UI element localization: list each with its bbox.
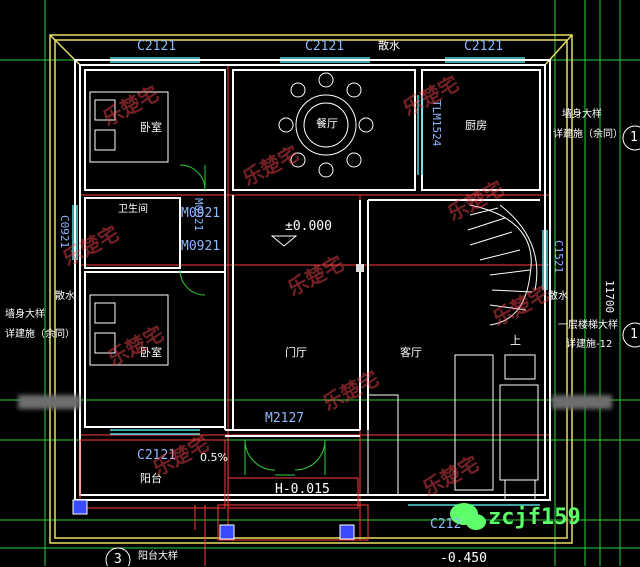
room-dining: 餐厅 bbox=[316, 117, 338, 130]
wechat-logo bbox=[450, 503, 486, 530]
axis-marker-right-2: 1 bbox=[630, 327, 638, 342]
level-outside: -0.450 bbox=[440, 551, 487, 566]
window-label-right: C1521 bbox=[552, 240, 565, 274]
window-label-left: C0921 bbox=[58, 215, 71, 249]
drip-label-right: 散水 bbox=[548, 291, 568, 302]
door-label-bath-1: M0921 bbox=[181, 206, 221, 221]
site-border bbox=[49, 34, 573, 544]
columns bbox=[72, 499, 355, 540]
stair-detail-1: 一层楼梯大样 bbox=[558, 320, 618, 331]
level-triangle bbox=[270, 235, 298, 247]
level-entry: H-0.015 bbox=[275, 482, 330, 497]
room-kitchen: 厨房 bbox=[465, 119, 487, 132]
door-label-entry: M2127 bbox=[265, 411, 305, 426]
stair-detail-2: 详建施-12 bbox=[566, 339, 613, 350]
room-balcony: 阳台 bbox=[140, 472, 162, 485]
window-label-top-left: C2121 bbox=[137, 39, 177, 54]
axis-marker-bottom: 3 bbox=[114, 552, 122, 567]
center-marker bbox=[356, 264, 364, 272]
axis-marker-right-1: 1 bbox=[630, 130, 638, 145]
door-label-bath-2: M0921 bbox=[181, 239, 221, 254]
door-label-bath-vertical: M0921 bbox=[192, 198, 205, 232]
beds bbox=[89, 91, 169, 366]
logo-handle: zcjf159 bbox=[488, 505, 581, 530]
window-label-top-mid: C2121 bbox=[305, 39, 345, 54]
balcony-steps bbox=[79, 439, 369, 566]
room-foyer: 门厅 bbox=[285, 346, 307, 359]
wall-detail-right-2: 详建施（余同） bbox=[553, 129, 623, 140]
wall-detail-right-1: 墙身大样 bbox=[562, 109, 602, 120]
room-bedroom-bottom: 卧室 bbox=[140, 346, 162, 359]
wall-detail-left-1: 墙身大样 bbox=[5, 309, 45, 320]
drip-label-top: 散水 bbox=[378, 39, 400, 52]
level-floor: ±0.000 bbox=[285, 219, 332, 234]
room-bathroom: 卫生间 bbox=[118, 204, 148, 215]
blurred-patch-right bbox=[552, 395, 612, 409]
stair bbox=[467, 204, 538, 326]
doors bbox=[179, 164, 326, 476]
window-label-kitchen: TLM1524 bbox=[430, 100, 443, 147]
sofa-set bbox=[367, 354, 539, 501]
dimension-right-total: 11700 bbox=[603, 280, 616, 314]
window-label-bottom-right: C212 bbox=[430, 517, 462, 532]
exterior-walls bbox=[74, 59, 551, 501]
room-living: 客厅 bbox=[400, 346, 422, 359]
drip-label-left: 散水 bbox=[55, 291, 75, 302]
axis-bubbles bbox=[105, 125, 640, 566]
room-bedroom-top: 卧室 bbox=[140, 121, 162, 134]
wall-detail-left-2: 详建施（余同） bbox=[5, 329, 75, 340]
stair-up-label: 上 bbox=[510, 334, 521, 347]
slope-label: 0.5% bbox=[200, 451, 228, 464]
windows bbox=[72, 57, 548, 506]
dining-table bbox=[278, 72, 374, 178]
window-label-top-right: C2121 bbox=[464, 39, 504, 54]
window-label-bottom-left: C2121 bbox=[137, 448, 177, 463]
blurred-patch-left bbox=[18, 395, 80, 409]
balcony-detail: 阳台大样 bbox=[138, 551, 178, 562]
